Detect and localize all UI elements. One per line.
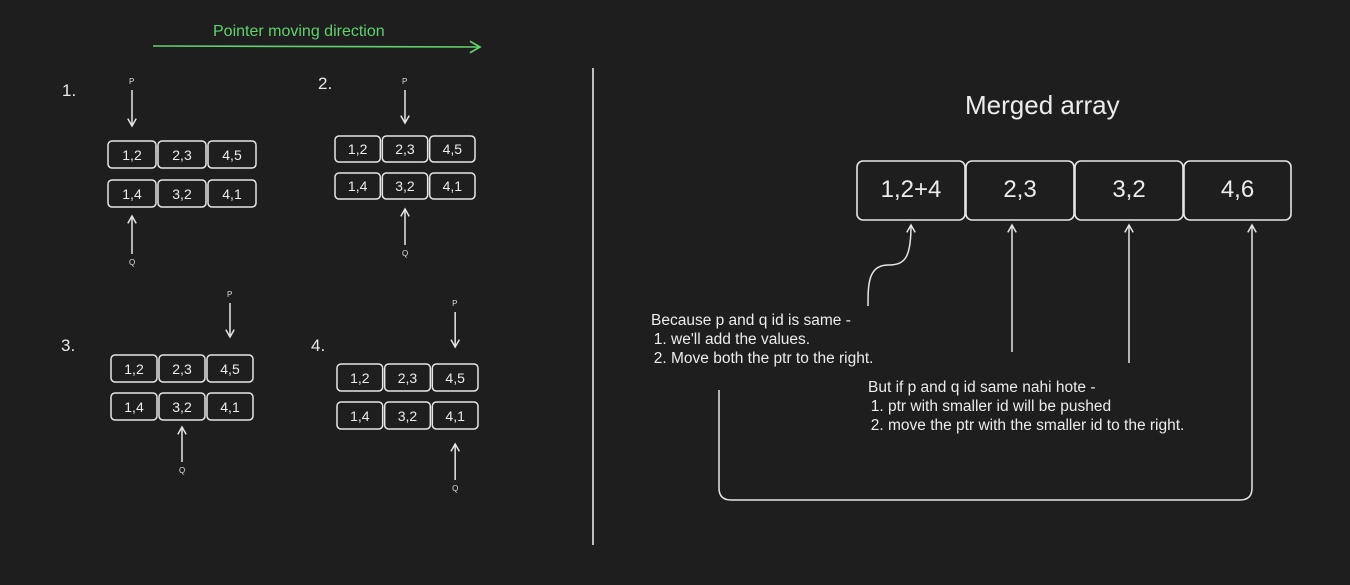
array-cell-label: 3,2 (172, 398, 192, 415)
arrow-to-cell-4 (718, 223, 1257, 501)
array-cell-label: 4,5 (445, 369, 465, 386)
array-cell (431, 401, 479, 430)
merged-cell-label: 4,6 (1220, 176, 1255, 203)
array-cell (336, 401, 384, 430)
array-cell-label: 2,3 (172, 360, 192, 377)
note-different-id: But if p and q id same nahi hote - ptr w… (868, 378, 1198, 435)
array-cell-label: 4,5 (222, 146, 242, 163)
array-cell (158, 354, 206, 383)
array-cell (336, 363, 384, 392)
array-cell (381, 172, 429, 200)
merged-cell-label: 3,2 (1112, 176, 1146, 203)
array-cell (158, 392, 206, 421)
array-cell-label: 4,1 (220, 398, 240, 415)
direction-arrow (152, 40, 482, 54)
p-pointer-label: P (227, 290, 233, 299)
array-cell (157, 179, 207, 208)
merged-array-title: Merged array (965, 90, 1120, 120)
note-diff-heading: But if p and q id same nahi hote - (868, 379, 1096, 396)
array-cell (107, 179, 157, 208)
array-cell-label: 4,1 (445, 407, 465, 424)
array-cell-label: 2,3 (172, 146, 192, 163)
merged-cell (965, 160, 1075, 221)
array-cell-label: 4,1 (442, 178, 463, 194)
merged-cell-label: 1,2+4 (880, 176, 942, 203)
merged-array (856, 160, 1292, 221)
merged-cell (856, 160, 966, 221)
array-cell (381, 135, 429, 163)
array-cell-label: 2,3 (395, 141, 415, 157)
array-cell-label: 1,4 (122, 185, 142, 202)
array-cell (383, 401, 432, 430)
array-cell (334, 135, 382, 163)
array-cell (157, 140, 207, 169)
array-cell-label: 1,2 (122, 146, 142, 163)
array-cell-label: 3,2 (395, 178, 415, 194)
array-cell (110, 392, 158, 421)
array-cell-label: 4,5 (220, 360, 240, 377)
array-cell (383, 363, 432, 392)
array-cell (428, 172, 476, 200)
step-number: 3. (61, 336, 76, 355)
p-pointer-label: P (452, 299, 458, 308)
step-number: 1. (62, 81, 77, 100)
q-pointer-label: Q (179, 466, 186, 475)
note-same-item: we'll add the values. (671, 330, 873, 349)
array-cell-label: 1,2 (124, 360, 144, 377)
array-cell-label: 1,4 (347, 178, 368, 194)
array-cell (207, 140, 257, 169)
step-number: 2. (318, 74, 333, 93)
step-number: 4. (311, 336, 326, 355)
array-cell-label: 4,5 (442, 141, 463, 157)
direction-label: Pointer moving direction (213, 23, 385, 40)
array-cell-label: 1,4 (350, 407, 370, 424)
note-same-heading: Because p and q id is same - (651, 312, 851, 329)
array-cell-label: 1,4 (124, 398, 144, 415)
note-diff-item: move the ptr with the smaller id to the … (888, 416, 1188, 435)
array-cell (110, 354, 158, 383)
p-pointer-label: P (129, 77, 135, 86)
note-same-item: Move both the ptr to the right. (671, 349, 873, 368)
array-cell-label: 3,2 (172, 185, 192, 202)
q-pointer-label: Q (129, 258, 136, 267)
array-cell-label: 1,2 (350, 369, 370, 386)
array-cell (206, 354, 254, 383)
array-cell-label: 2,3 (397, 369, 418, 386)
q-pointer-label: Q (452, 484, 459, 493)
array-cell-label: 1,2 (347, 141, 368, 157)
array-cell-label: 4,1 (222, 185, 242, 202)
p-pointer-label: P (402, 77, 408, 86)
merged-cell (1074, 160, 1184, 221)
note-same-id: Because p and q id is same - we'll add t… (651, 311, 873, 368)
array-cell (431, 363, 479, 392)
q-pointer-label: Q (402, 249, 409, 258)
arrow-to-cell-1 (867, 223, 916, 307)
array-cell (334, 172, 382, 200)
merged-cell-label: 2,3 (1003, 176, 1037, 203)
merged-cell (1183, 160, 1292, 221)
array-cell-label: 3,2 (397, 407, 418, 424)
array-cell (107, 140, 157, 169)
note-diff-item: ptr with smaller id will be pushed (888, 397, 1198, 416)
array-cell (428, 135, 476, 163)
array-cell (207, 179, 257, 208)
array-cell (206, 392, 254, 421)
